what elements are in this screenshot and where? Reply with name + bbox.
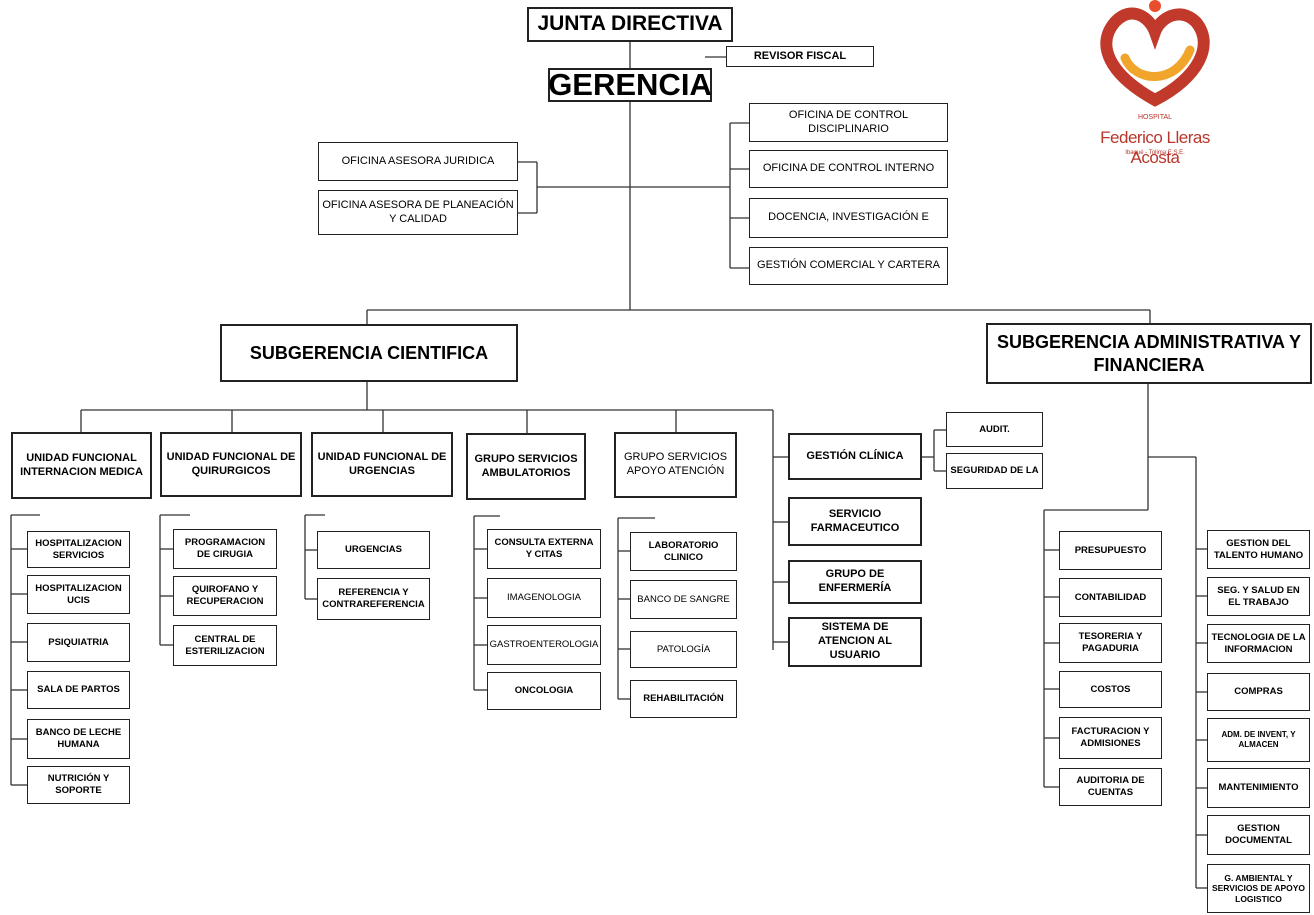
apoyo-item: PATOLOGÍA: [630, 631, 737, 668]
quirurgicos-item: CENTRAL DE ESTERILIZACION: [173, 625, 277, 666]
logo-small-text: HOSPITAL: [1137, 114, 1173, 121]
office-planning: OFICINA ASESORA DE PLANEACIÓN Y CALIDAD: [318, 190, 518, 235]
office-internal-control: OFICINA DE CONTROL INTERNO: [749, 150, 948, 188]
ambulatorios-item: CONSULTA EXTERNA Y CITAS: [487, 529, 601, 569]
ambulatorios-item: IMAGENOLOGIA: [487, 578, 601, 618]
ambulatorios-item: ONCOLOGIA: [487, 672, 601, 710]
office-legal: OFICINA ASESORA JURIDICA: [318, 142, 518, 181]
logo-name: Federico Lleras Acosta: [1100, 128, 1210, 167]
urgencias-item: REFERENCIA Y CONTRAREFERENCIA: [317, 578, 430, 620]
admin-right-item: SEG. Y SALUD EN EL TRABAJO: [1207, 577, 1310, 616]
user-care-box: SISTEMA DE ATENCION AL USUARIO: [788, 617, 922, 667]
internacion-item: PSIQUIATRIA: [27, 623, 130, 662]
safety-box: SEGURIDAD DE LA: [946, 453, 1043, 489]
sub-admin-box: SUBGERENCIA ADMINISTRATIVA Y FINANCIERA: [986, 323, 1312, 384]
nursing-box: GRUPO DE ENFERMERÍA: [788, 560, 922, 604]
admin-right-item: MANTENIMIENTO: [1207, 768, 1310, 808]
admin-left-item: PRESUPUESTO: [1059, 531, 1162, 570]
internacion-item: HOSPITALIZACION SERVICIOS: [27, 531, 130, 568]
sub-scientific-box: SUBGERENCIA CIENTIFICA: [220, 324, 518, 382]
admin-right-item: ADM. DE INVENT, Y ALMACEN: [1207, 718, 1310, 762]
pharma-box: SERVICIO FARMACEUTICO: [788, 497, 922, 546]
internacion-item: SALA DE PARTOS: [27, 671, 130, 709]
fiscal-box: REVISOR FISCAL: [726, 46, 874, 67]
ambulatorios-item: GASTROENTEROLOGIA: [487, 625, 601, 665]
unit-internacion: UNIDAD FUNCIONAL INTERNACION MEDICA: [11, 432, 152, 499]
office-disciplinary: OFICINA DE CONTROL DISCIPLINARIO: [749, 103, 948, 142]
quirurgicos-item: QUIROFANO Y RECUPERACION: [173, 576, 277, 616]
admin-left-item: COSTOS: [1059, 671, 1162, 708]
audit-box: AUDIT.: [946, 412, 1043, 447]
gestion-clinica-box: GESTIÓN CLÍNICA: [788, 433, 922, 480]
unit-quirurgicos: UNIDAD FUNCIONAL DE QUIRURGICOS: [160, 432, 302, 497]
admin-left-item: FACTURACION Y ADMISIONES: [1059, 717, 1162, 759]
admin-right-item: G. AMBIENTAL Y SERVICIOS DE APOYO LOGIST…: [1207, 864, 1310, 913]
admin-left-item: CONTABILIDAD: [1059, 578, 1162, 617]
management-box: GERENCIA: [548, 66, 712, 102]
urgencias-item: URGENCIAS: [317, 531, 430, 569]
admin-right-item: COMPRAS: [1207, 673, 1310, 711]
office-commercial: GESTIÓN COMERCIAL Y CARTERA: [749, 247, 948, 285]
hospital-logo: [1100, 0, 1210, 107]
board-box: JUNTA DIRECTIVA: [527, 7, 733, 42]
apoyo-item: LABORATORIO CLINICO: [630, 532, 737, 571]
unit-ambulatorios: GRUPO SERVICIOS AMBULATORIOS: [466, 433, 586, 500]
admin-left-item: AUDITORIA DE CUENTAS: [1059, 768, 1162, 806]
internacion-item: NUTRICIÓN Y SOPORTE: [27, 766, 130, 804]
unit-apoyo: GRUPO SERVICIOS APOYO ATENCIÓN: [614, 432, 737, 498]
office-teaching: DOCENCIA, INVESTIGACIÓN E: [749, 198, 948, 238]
admin-right-item: TECNOLOGIA DE LA INFORMACION: [1207, 624, 1310, 663]
admin-right-item: GESTION DOCUMENTAL: [1207, 815, 1310, 855]
internacion-item: BANCO DE LECHE HUMANA: [27, 719, 130, 759]
quirurgicos-item: PROGRAMACION DE CIRUGIA: [173, 529, 277, 569]
apoyo-item: BANCO DE SANGRE: [630, 580, 737, 619]
internacion-item: HOSPITALIZACION UCIS: [27, 575, 130, 614]
admin-left-item: TESORERIA Y PAGADURIA: [1059, 623, 1162, 663]
unit-urgencias: UNIDAD FUNCIONAL DE URGENCIAS: [311, 432, 453, 497]
apoyo-item: REHABILITACIÓN: [630, 680, 737, 718]
admin-right-item: GESTION DEL TALENTO HUMANO: [1207, 530, 1310, 569]
logo-sub-text: Ibagué - Tolima E.S.E.: [1125, 150, 1185, 156]
